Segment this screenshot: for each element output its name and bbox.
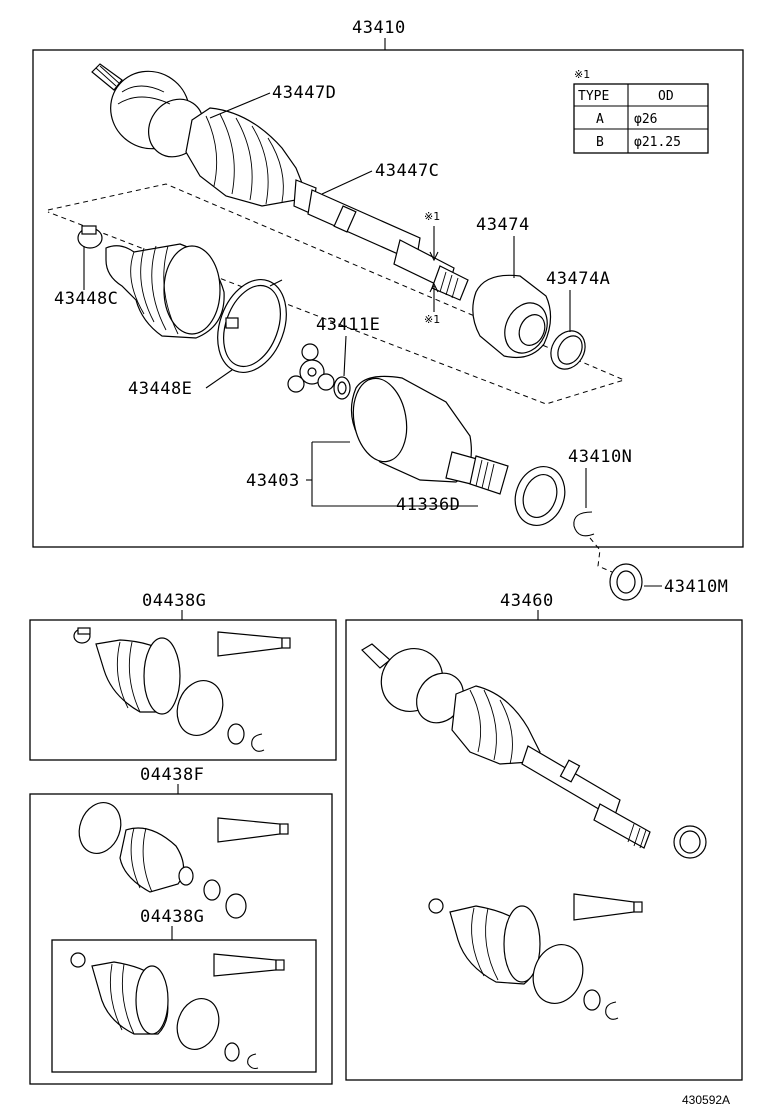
ring-43474[interactable] xyxy=(472,274,555,360)
snap-ring-43411e[interactable] xyxy=(333,376,351,400)
label-43448c[interactable]: 43448C xyxy=(54,289,118,309)
shaft-43460-group: 43460 xyxy=(345,591,743,1081)
spec-row-a-type: A xyxy=(596,112,604,127)
band-43448e[interactable] xyxy=(206,270,299,382)
assembly-43410-frame xyxy=(32,49,744,548)
label-43447c[interactable]: 43447C xyxy=(375,161,439,181)
kit-04438f: 04438F 04438G xyxy=(29,765,333,1085)
label-43410n[interactable]: 43410N xyxy=(568,447,632,467)
inboard-joint-43403[interactable] xyxy=(347,374,509,495)
spec-header-type: TYPE xyxy=(578,89,609,104)
kit-04438g-upper: 04438G xyxy=(29,591,337,761)
seal-43410m[interactable] xyxy=(609,563,643,601)
drive-shaft-outboard[interactable] xyxy=(91,56,469,301)
tripod-joint[interactable] xyxy=(287,343,335,393)
label-43474a[interactable]: 43474A xyxy=(546,269,610,289)
assembly-43410-group: 43410 ※1 TYPE OD A φ26 B φ21.25 xyxy=(32,18,744,548)
spec-table-note: ※1 xyxy=(574,68,590,81)
label-43403[interactable]: 43403 xyxy=(246,471,300,491)
label-43447d[interactable]: 43447D xyxy=(272,83,336,103)
spec-row-b-type: B xyxy=(596,135,604,150)
label-04438f[interactable]: 04438F xyxy=(140,765,204,785)
note-mark-bottom: ※1 xyxy=(424,313,440,326)
seal-41336d[interactable] xyxy=(507,460,573,533)
seal-43410m-group: 43410M xyxy=(589,537,728,601)
spec-table: ※1 TYPE OD A φ26 B φ21.25 xyxy=(573,68,709,154)
label-04438g-inner[interactable]: 04438G xyxy=(140,907,204,927)
spec-row-a-od: φ26 xyxy=(634,112,657,127)
label-43460[interactable]: 43460 xyxy=(500,591,554,611)
label-43410[interactable]: 43410 xyxy=(352,18,406,38)
spec-row-b-od: φ21.25 xyxy=(634,135,681,150)
label-43410m[interactable]: 43410M xyxy=(664,577,728,597)
note-mark-top: ※1 xyxy=(424,210,440,223)
ring-43474a[interactable] xyxy=(544,325,592,376)
diagram-reference: 430592A xyxy=(682,1093,730,1107)
clamp-43448c[interactable] xyxy=(77,225,103,249)
label-41336d[interactable]: 41336D xyxy=(396,495,460,515)
inboard-boot[interactable] xyxy=(105,243,225,339)
spec-header-od: OD xyxy=(658,89,674,104)
snap-43410n[interactable] xyxy=(573,511,595,537)
label-04438g-upper[interactable]: 04438G xyxy=(142,591,206,611)
label-43411e[interactable]: 43411E xyxy=(316,315,380,335)
label-43448e[interactable]: 43448E xyxy=(128,379,192,399)
drive-shaft-43460[interactable] xyxy=(361,637,651,849)
label-43474[interactable]: 43474 xyxy=(476,215,530,235)
